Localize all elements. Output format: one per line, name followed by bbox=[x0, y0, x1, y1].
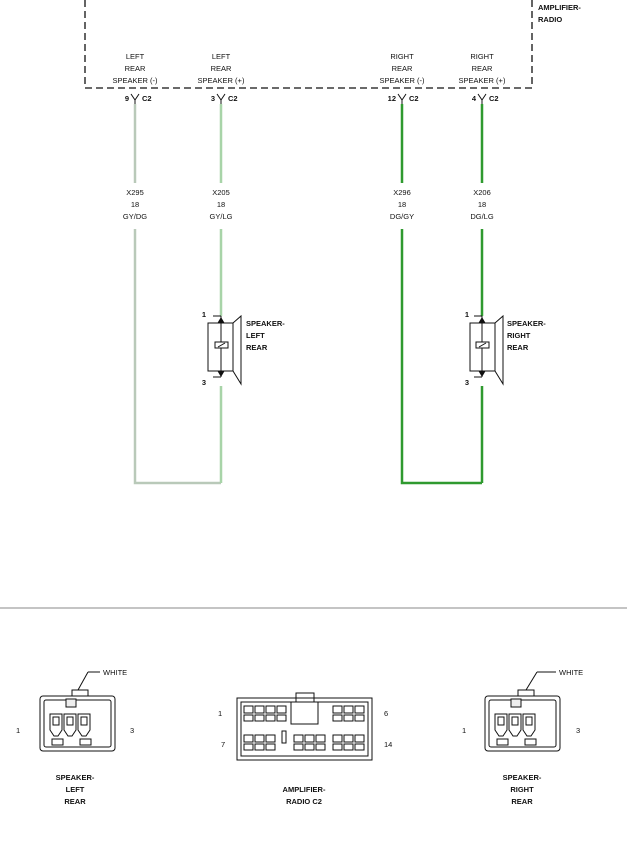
pin-label-left-neg-line-2: REAR bbox=[125, 64, 146, 73]
wire-color-x295: GY/DG bbox=[123, 212, 147, 221]
wire-id-x206: X206 bbox=[473, 188, 491, 197]
wire-labels: X295 18 GY/DG X205 18 GY/LG X296 18 DG/G… bbox=[123, 188, 494, 221]
wire-x296-segment bbox=[400, 229, 482, 485]
connector-c2-name-line-1: AMPLIFIER- bbox=[283, 785, 326, 794]
wire-id-x295: X295 bbox=[126, 188, 144, 197]
speaker-left-pin-bottom: 3 bbox=[202, 378, 206, 387]
pin-label-right-neg-line-1: RIGHT bbox=[390, 52, 414, 61]
speaker-left-name-line-2: LEFT bbox=[246, 331, 265, 340]
speaker-right-name-line-2: RIGHT bbox=[507, 331, 531, 340]
connector-view-speaker-left: WHITE 1 3 SPEAKER- LEFT REAR bbox=[16, 668, 134, 806]
connector-c2-pin-7: 7 bbox=[221, 740, 225, 749]
speaker-right-rear: 1 3 SPEAKER- RIGHT REAR bbox=[465, 310, 546, 387]
module-name-line-2: RADIO bbox=[538, 15, 562, 24]
pin-label-left-pos-line-1: LEFT bbox=[212, 52, 231, 61]
pin-label-left-pos-line-2: REAR bbox=[211, 64, 232, 73]
wire-gauge-x295: 18 bbox=[131, 200, 139, 209]
connector-left-name-line-1: SPEAKER- bbox=[56, 773, 95, 782]
speaker-left-pin-top: 1 bbox=[202, 310, 206, 319]
connector-left-name-line-3: REAR bbox=[64, 797, 86, 806]
pin-connector-12: C2 bbox=[409, 94, 419, 103]
connector-c2-pin-14: 14 bbox=[384, 740, 392, 749]
pin-labels: LEFT REAR SPEAKER (-) LEFT REAR SPEAKER … bbox=[112, 52, 505, 85]
wires bbox=[133, 104, 484, 485]
connector-right-name-line-2: RIGHT bbox=[510, 785, 534, 794]
connector-left-name-line-2: LEFT bbox=[66, 785, 85, 794]
wire-id-x296: X296 bbox=[393, 188, 411, 197]
connector-left-pin-1: 1 bbox=[16, 726, 20, 735]
speaker-left-rear: 1 3 SPEAKER- LEFT REAR bbox=[202, 310, 285, 387]
wire-gauge-x205: 18 bbox=[217, 200, 225, 209]
connector-right-name-line-3: REAR bbox=[511, 797, 533, 806]
speaker-right-name-line-3: REAR bbox=[507, 343, 529, 352]
wire-color-x296: DG/GY bbox=[390, 212, 414, 221]
connector-left-color-label: WHITE bbox=[103, 668, 127, 677]
speaker-right-pin-bottom: 3 bbox=[465, 378, 469, 387]
pin-label-right-neg-line-2: REAR bbox=[392, 64, 413, 73]
connector-right-color-label: WHITE bbox=[559, 668, 583, 677]
speaker-left-name-line-3: REAR bbox=[246, 343, 268, 352]
pin-numbers: 9 C2 3 C2 12 C2 4 C2 bbox=[125, 94, 499, 103]
pin-label-left-neg-line-3: SPEAKER (-) bbox=[112, 76, 158, 85]
wire-gauge-x206: 18 bbox=[478, 200, 486, 209]
pin-label-left-neg-line-1: LEFT bbox=[126, 52, 145, 61]
pin-label-right-pos-line-1: RIGHT bbox=[470, 52, 494, 61]
pin-number-4: 4 bbox=[472, 94, 477, 103]
pin-number-3: 3 bbox=[211, 94, 215, 103]
pin-connector-4: C2 bbox=[489, 94, 499, 103]
pin-label-left-pos-line-3: SPEAKER (+) bbox=[198, 76, 245, 85]
amplifier-radio-module: AMPLIFIER- RADIO bbox=[84, 0, 581, 89]
pin-label-right-pos-line-3: SPEAKER (+) bbox=[459, 76, 506, 85]
connector-c2-name-line-2: RADIO C2 bbox=[286, 797, 322, 806]
wire-color-x205: GY/LG bbox=[210, 212, 233, 221]
connector-right-pin-3: 3 bbox=[576, 726, 580, 735]
pin-connector-3: C2 bbox=[228, 94, 238, 103]
pin-connector-9: C2 bbox=[142, 94, 152, 103]
wire-id-x205: X205 bbox=[212, 188, 230, 197]
wire-gauge-x296: 18 bbox=[398, 200, 406, 209]
connector-right-name-line-1: SPEAKER- bbox=[503, 773, 542, 782]
pin-number-9: 9 bbox=[125, 94, 129, 103]
connector-c2-pin-6: 6 bbox=[384, 709, 388, 718]
pin-label-right-neg-line-3: SPEAKER (-) bbox=[379, 76, 425, 85]
connector-left-pin-3: 3 bbox=[130, 726, 134, 735]
pin-label-right-pos-line-2: REAR bbox=[472, 64, 493, 73]
connector-c2-pin-1: 1 bbox=[218, 709, 222, 718]
module-name-line-1: AMPLIFIER- bbox=[538, 3, 581, 12]
pin-number-12: 12 bbox=[388, 94, 396, 103]
wire-color-x206: DG/LG bbox=[470, 212, 494, 221]
wire-x295-segment bbox=[133, 229, 221, 485]
connector-view-amplifier-radio-c2: 1 6 7 14 AMPLIFIER- RADIO C2 bbox=[218, 692, 392, 806]
connector-right-pin-1: 1 bbox=[462, 726, 466, 735]
connector-view-speaker-right: WHITE 1 3 SPEAKER- RIGHT REAR bbox=[462, 668, 583, 806]
pin-terminals bbox=[130, 93, 487, 104]
speaker-left-name-line-1: SPEAKER- bbox=[246, 319, 285, 328]
speaker-right-pin-top: 1 bbox=[465, 310, 469, 319]
speaker-right-name-line-1: SPEAKER- bbox=[507, 319, 546, 328]
